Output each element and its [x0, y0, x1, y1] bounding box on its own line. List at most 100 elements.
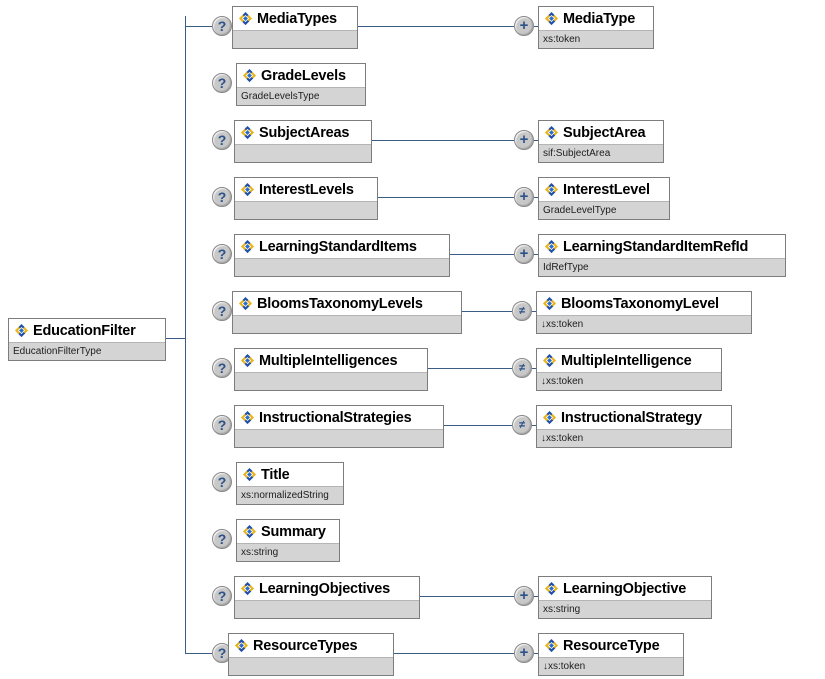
node-title: MultipleIntelligences: [235, 349, 427, 372]
xsd-element-icon: [542, 353, 557, 368]
node-multipleintelligence[interactable]: MultipleIntelligence↓xs:token: [536, 348, 722, 391]
node-type-label: [235, 144, 371, 162]
xsd-element-icon: [544, 581, 559, 596]
link-line-mediatype: [358, 26, 514, 27]
node-bloomstaxonomylevel[interactable]: BloomsTaxonomyLevel↓xs:token: [536, 291, 752, 334]
link-line-tail-subjectarea: [534, 140, 538, 141]
node-title: LearningStandardItems: [235, 235, 449, 258]
link-line-instructionalstrategy: [444, 425, 512, 426]
node-title: Summary: [237, 520, 339, 543]
node-title: MediaType: [539, 7, 653, 30]
node-title: LearningStandardItemRefId: [539, 235, 785, 258]
node-learningobjectives[interactable]: LearningObjectives: [234, 576, 420, 619]
node-instructionalstrategy[interactable]: InstructionalStrategy ↓xs:token: [536, 405, 732, 448]
node-name-label: InstructionalStrategy: [561, 409, 702, 426]
node-multipleintelligences[interactable]: MultipleIntelligences: [234, 348, 428, 391]
occurrence-indicator-multipleintelligences[interactable]: ?: [212, 358, 232, 378]
node-type-label: GradeLevelType: [539, 201, 669, 219]
expand-toggle-learningstandarditemrefid[interactable]: +: [514, 244, 534, 264]
link-line-bloomstaxonomylevel: [462, 311, 512, 312]
node-type-label: xs:token: [539, 30, 653, 48]
occurrence-indicator-instructionalstrategies[interactable]: ?: [212, 415, 232, 435]
repeat-indicator-instructionalstrategy[interactable]: ≠: [512, 415, 532, 435]
expand-toggle-subjectarea[interactable]: +: [514, 130, 534, 150]
node-resourcetypes[interactable]: ResourceTypes: [228, 633, 394, 676]
node-subjectareas[interactable]: SubjectAreas: [234, 120, 372, 163]
node-type-label: [233, 30, 357, 48]
node-resourcetype[interactable]: ResourceType↓xs:token: [538, 633, 684, 676]
node-name-label: InterestLevel: [563, 181, 650, 198]
expand-toggle-learningobjective[interactable]: +: [514, 586, 534, 606]
node-type-label: [235, 600, 419, 618]
expand-toggle-interestlevel[interactable]: +: [514, 187, 534, 207]
node-type-label: [235, 429, 443, 447]
link-line-tail-multipleintelligence: [532, 368, 536, 369]
occurrence-indicator-gradelevels[interactable]: ?: [212, 73, 232, 93]
node-interestlevels[interactable]: InterestLevels: [234, 177, 378, 220]
node-bloomstaxonomylevels[interactable]: BloomsTaxonomyLevels: [232, 291, 462, 334]
xsd-element-icon: [238, 11, 253, 26]
occurrence-indicator-interestlevels[interactable]: ?: [212, 187, 232, 207]
link-line-tail-instructionalstrategy: [532, 425, 536, 426]
link-line-interestlevel: [378, 197, 514, 198]
occurrence-indicator-learningstandarditems[interactable]: ?: [212, 244, 232, 264]
node-title: LearningObjective: [539, 577, 711, 600]
node-type-label: IdRefType: [539, 258, 785, 276]
node-title: InstructionalStrategies: [235, 406, 443, 429]
occurrence-indicator-bloomstaxonomylevels[interactable]: ?: [212, 301, 232, 321]
node-type-label: ↓xs:token: [539, 657, 683, 675]
xsd-element-icon: [542, 410, 557, 425]
root-stub-line: [166, 338, 186, 339]
branch-line-resourcetypes: [185, 653, 212, 654]
occurrence-indicator-summary[interactable]: ?: [212, 529, 232, 549]
node-name-label: Title: [261, 466, 290, 483]
xsd-element-icon: [544, 638, 559, 653]
node-type-label: ↓xs:token: [537, 429, 731, 447]
occurrence-indicator-title[interactable]: ?: [212, 472, 232, 492]
node-learningstandarditems[interactable]: LearningStandardItems: [234, 234, 450, 277]
repeat-indicator-bloomstaxonomylevel[interactable]: ≠: [512, 301, 532, 321]
node-mediatypes[interactable]: MediaTypes: [232, 6, 358, 49]
node-title: LearningObjectives: [235, 577, 419, 600]
xsd-element-icon: [14, 323, 29, 338]
node-name-label: Summary: [261, 523, 326, 540]
occurrence-indicator-learningobjectives[interactable]: ?: [212, 586, 232, 606]
xsd-element-icon: [242, 68, 257, 83]
expand-toggle-resourcetype[interactable]: +: [514, 643, 534, 663]
link-line-tail-bloomstaxonomylevel: [532, 311, 536, 312]
repeat-indicator-multipleintelligence[interactable]: ≠: [512, 358, 532, 378]
expand-toggle-mediatype[interactable]: +: [514, 16, 534, 36]
occurrence-indicator-subjectareas[interactable]: ?: [212, 130, 232, 150]
xsd-element-icon: [240, 581, 255, 596]
node-title: SubjectArea: [539, 121, 663, 144]
node-title: GradeLevels: [237, 64, 365, 87]
link-line-resourcetype: [394, 653, 514, 654]
node-title[interactable]: Title xs:normalizedString: [236, 462, 344, 505]
xsd-element-icon: [238, 296, 253, 311]
link-line-learningstandarditemrefid: [450, 254, 514, 255]
xsd-element-icon: [544, 182, 559, 197]
xsd-element-icon: [240, 353, 255, 368]
xsd-element-icon: [544, 239, 559, 254]
node-name-label: BloomsTaxonomyLevels: [257, 295, 423, 312]
node-name-label: ResourceTypes: [253, 637, 358, 654]
node-instructionalstrategies[interactable]: InstructionalStrategies: [234, 405, 444, 448]
node-title: BloomsTaxonomyLevels: [233, 292, 461, 315]
node-type-label: xs:normalizedString: [237, 486, 343, 504]
node-name-label: BloomsTaxonomyLevel: [561, 295, 719, 312]
xsd-element-icon: [242, 524, 257, 539]
occurrence-indicator-mediatypes[interactable]: ?: [212, 16, 232, 36]
node-title: InstructionalStrategy: [537, 406, 731, 429]
node-name-label: GradeLevels: [261, 67, 346, 84]
link-line-subjectarea: [372, 140, 514, 141]
node-title: SubjectAreas: [235, 121, 371, 144]
node-type-label: sif:SubjectArea: [539, 144, 663, 162]
